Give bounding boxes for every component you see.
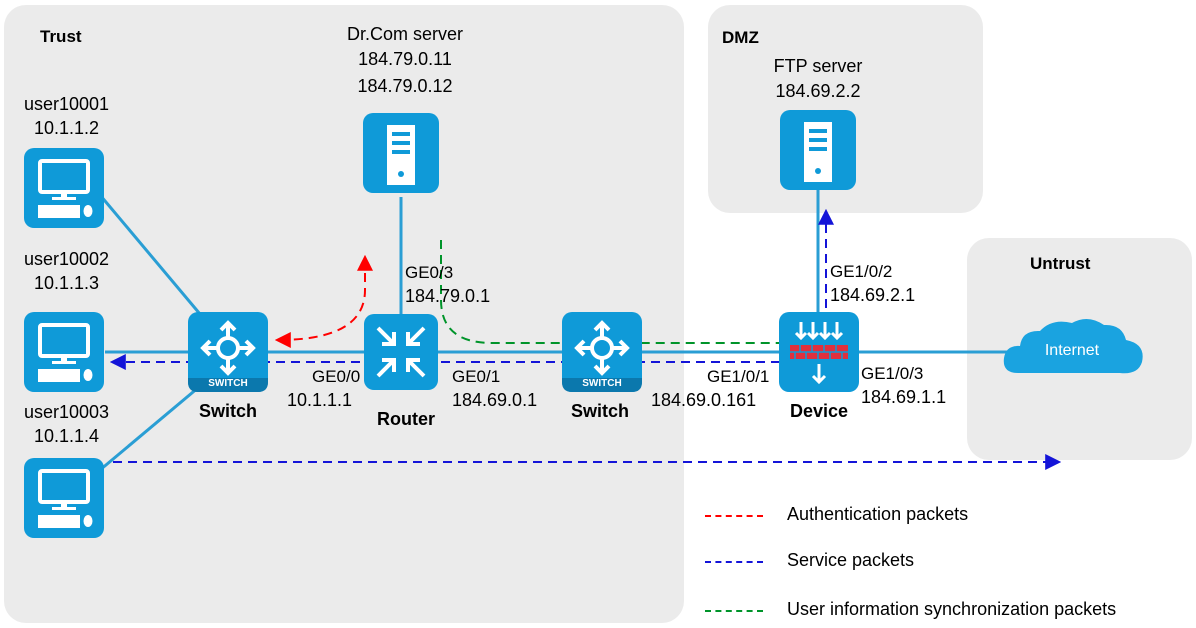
device-ge101-name: GE1/0/1 xyxy=(707,367,770,386)
router-ge00-ip: 10.1.1.1 xyxy=(287,390,353,410)
switch-left-name: Switch xyxy=(198,401,257,421)
user2-label: user10002 10.1.1.3 xyxy=(24,247,109,295)
legend-auth-label: Authentication packets xyxy=(787,504,969,524)
zone-trust-label: Trust xyxy=(40,27,82,46)
router-ge01-ip: 184.69.0.1 xyxy=(452,390,538,410)
pc-user3[interactable] xyxy=(24,458,104,538)
ftp-ip: 184.69.2.2 xyxy=(775,81,861,101)
device-ge101-ip: 184.69.0.161 xyxy=(651,390,757,410)
user2-ip: 10.1.1.3 xyxy=(34,273,100,293)
drcom-name: Dr.Com server xyxy=(346,24,463,44)
zone-untrust-label: Untrust xyxy=(1030,254,1091,273)
internet-label: Internet xyxy=(1044,342,1100,359)
switch-left[interactable] xyxy=(188,312,268,392)
router-ge03-name: GE0/3 xyxy=(405,263,454,282)
switch-right[interactable] xyxy=(562,312,642,392)
pc-user2[interactable] xyxy=(24,312,104,392)
user2-name: user10002 xyxy=(24,249,110,269)
legend-sync-line xyxy=(705,610,763,612)
router-ge01-name: GE0/1 xyxy=(452,367,501,386)
user3-name: user10003 xyxy=(24,402,110,422)
device-ge102-name: GE1/0/2 xyxy=(830,262,893,281)
device-ge102-ip: 184.69.2.1 xyxy=(830,285,916,305)
device-name: Device xyxy=(789,401,849,421)
auth-packet-path xyxy=(274,254,373,348)
legend-auth-line xyxy=(705,515,763,517)
router-ge03-ip: 184.79.0.1 xyxy=(405,286,491,306)
server-icon xyxy=(804,122,832,182)
legend-service-line xyxy=(705,561,763,563)
router-icon xyxy=(376,326,426,378)
sync-packet-path xyxy=(440,240,780,344)
ftp-name: FTP server xyxy=(773,56,863,76)
router[interactable] xyxy=(364,314,438,390)
switch-icon xyxy=(200,320,256,376)
user1-label: user10001 10.1.1.2 xyxy=(24,92,109,140)
firewall-icon xyxy=(790,322,848,385)
server-icon xyxy=(387,125,415,185)
drcom-server[interactable] xyxy=(363,113,439,193)
pc-icon xyxy=(38,469,93,528)
device-ge103-ip: 184.69.1.1 xyxy=(861,387,947,407)
pc-icon xyxy=(38,159,93,218)
switch-left-badge: SWITCH xyxy=(208,378,248,389)
pc-icon xyxy=(38,323,93,382)
drcom-ip2: 184.79.0.12 xyxy=(357,76,453,96)
device-ge103-name: GE1/0/3 xyxy=(861,364,924,383)
ftp-server[interactable] xyxy=(780,110,856,190)
legend-sync-label: User information synchronization packets xyxy=(787,599,1117,619)
device-firewall[interactable] xyxy=(779,312,859,392)
zone-dmz-label: DMZ xyxy=(722,28,759,47)
switch-icon xyxy=(574,320,630,376)
drcom-ip1: 184.79.0.11 xyxy=(358,49,452,69)
user1-name: user10001 xyxy=(24,94,110,114)
user3-ip: 10.1.1.4 xyxy=(34,426,100,446)
cloud-icon[interactable] xyxy=(1003,318,1143,374)
switch-right-name: Switch xyxy=(570,401,629,421)
switch-right-badge: SWITCH xyxy=(582,378,622,389)
user1-ip: 10.1.1.2 xyxy=(34,118,100,138)
user3-label: user10003 10.1.1.4 xyxy=(24,400,109,448)
router-ge00-name: GE0/0 xyxy=(312,367,361,386)
router-name: Router xyxy=(377,409,435,429)
link-user3-switch xyxy=(99,380,206,472)
pc-user1[interactable] xyxy=(24,148,104,228)
link-user1-switch xyxy=(98,194,207,321)
legend-service-label: Service packets xyxy=(787,550,915,570)
